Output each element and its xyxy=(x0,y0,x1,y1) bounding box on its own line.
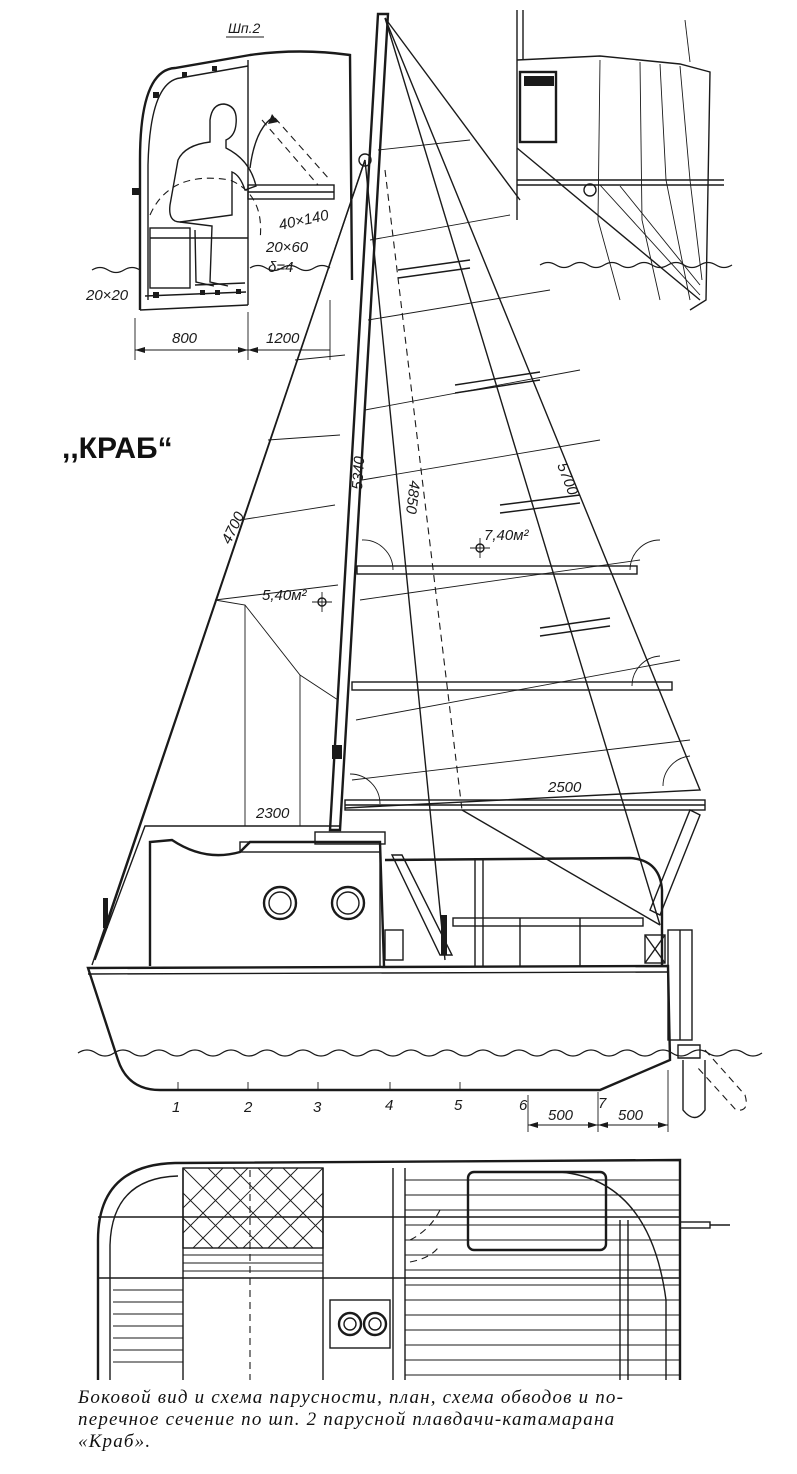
jib-foot-dimension: 2300 xyxy=(255,805,290,822)
thickness-label: δ=4 xyxy=(268,259,293,276)
station-6: 6 xyxy=(519,1097,528,1114)
section-label: Шп.2 xyxy=(228,20,260,36)
hull-lines-view xyxy=(516,10,733,311)
jib-luff-dimension: 4700 xyxy=(218,509,248,547)
deck-plan-view xyxy=(96,1158,730,1380)
sail-plan-view: 4700 5340 4850 5700 5,40м² 7,40м² 2300 2… xyxy=(91,12,706,966)
caption-line-2: перечное сечение по шп. 2 парусной плавд… xyxy=(78,1409,616,1430)
profile-dimension: 20×20 xyxy=(85,287,129,304)
figure-caption: Боковой вид и схема парусности, план, сх… xyxy=(78,1387,778,1453)
caption-line-3: «Краб». xyxy=(78,1431,152,1452)
frame-dimension: 20×60 xyxy=(265,239,309,256)
mast-height-dimension: 5340 xyxy=(349,455,368,490)
leech-dimension: 5700 xyxy=(553,460,581,498)
beam-dimension: 40×140 xyxy=(277,207,331,234)
station-3: 3 xyxy=(313,1099,322,1116)
cross-section-view: Шп.2 40×140 20×60 xyxy=(85,20,354,360)
stern-dimension-b: 500 xyxy=(618,1107,644,1124)
vessel-title: ,,КРАБ“ xyxy=(62,432,173,465)
station-1: 1 xyxy=(172,1099,180,1116)
stern-dimension-a: 500 xyxy=(548,1107,574,1124)
hull-side-view: 1 2 3 4 5 6 7 500 500 xyxy=(77,831,763,1132)
main-foot-dimension: 2500 xyxy=(547,779,582,796)
main-luff-dimension: 4850 xyxy=(402,480,423,516)
station-2: 2 xyxy=(243,1099,253,1116)
station-4: 4 xyxy=(385,1097,393,1114)
width-left-dimension: 800 xyxy=(172,330,198,347)
width-right-dimension: 1200 xyxy=(266,330,300,347)
station-7: 7 xyxy=(598,1095,607,1112)
caption-line-1: Боковой вид и схема парусности, план, сх… xyxy=(78,1387,625,1408)
main-area-label: 7,40м² xyxy=(484,527,529,544)
station-5: 5 xyxy=(454,1097,463,1114)
jib-area-label: 5,40м² xyxy=(262,587,307,604)
